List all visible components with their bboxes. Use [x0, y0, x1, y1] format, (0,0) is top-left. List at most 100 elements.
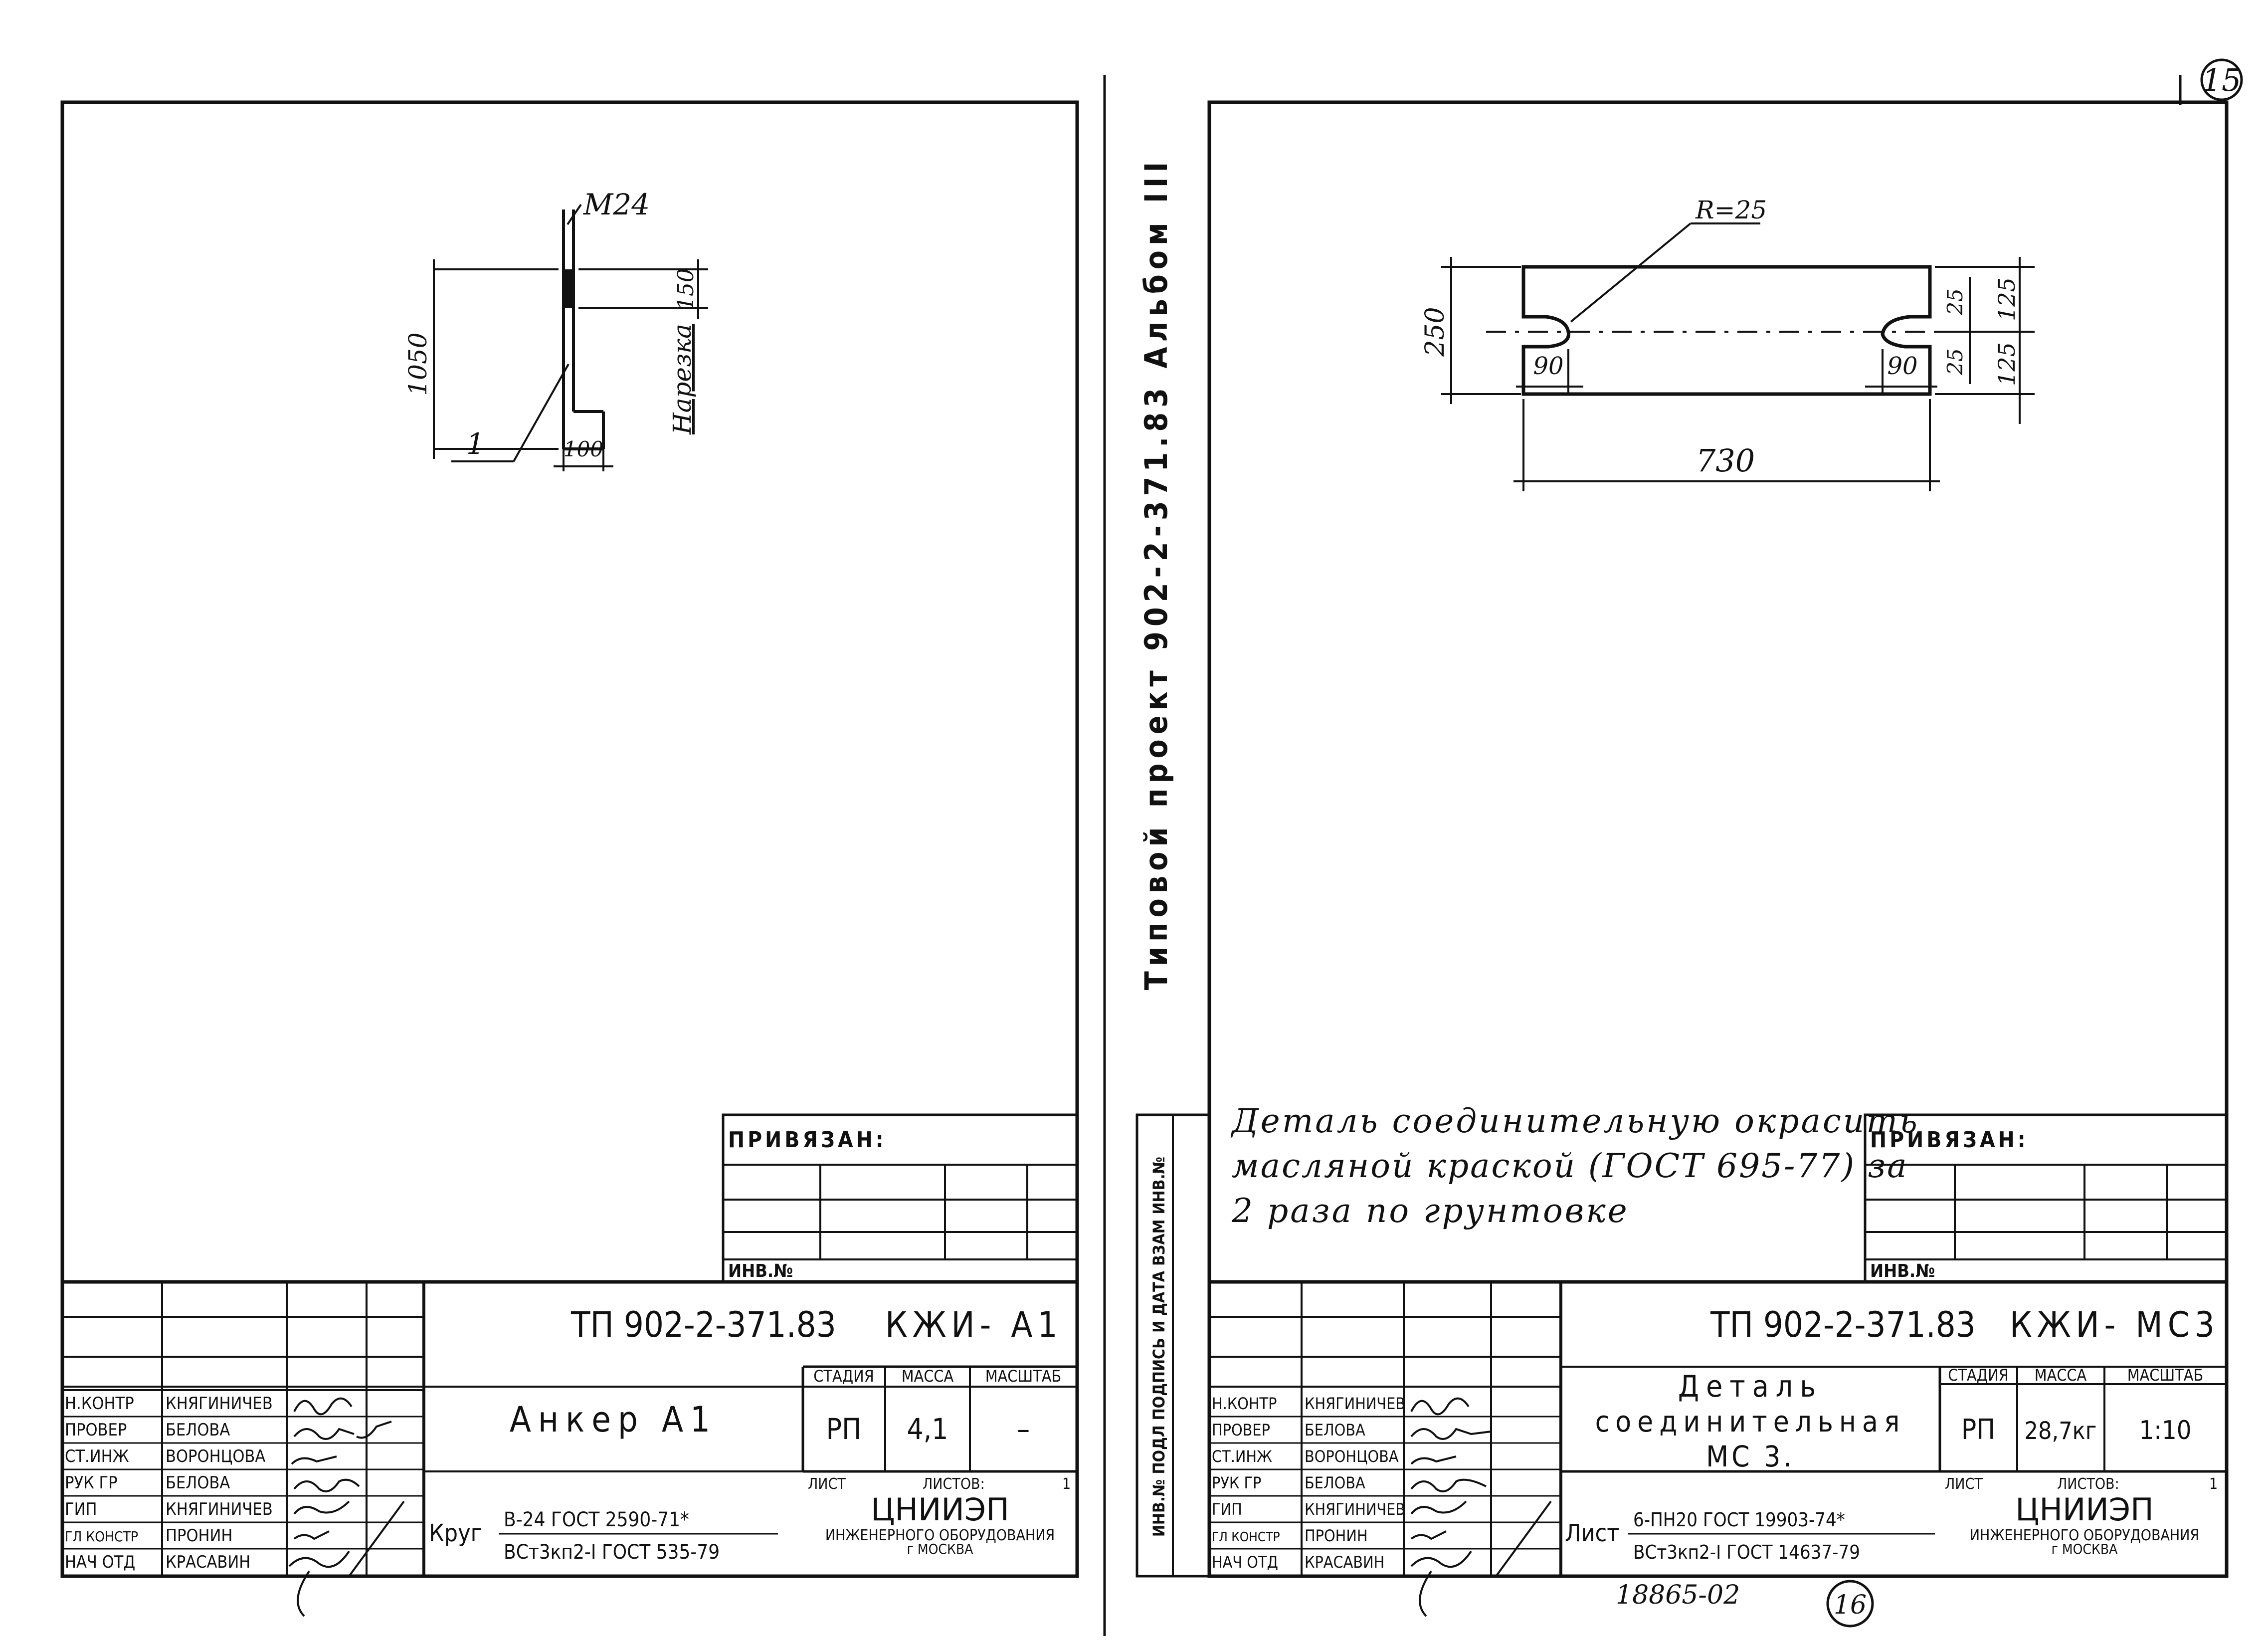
listov-value: 1: [2209, 1475, 2218, 1493]
staff-name: БЕЛОВА: [166, 1420, 230, 1440]
mass-header: МАССА: [902, 1367, 954, 1386]
staff-name: БЕЛОВА: [1305, 1421, 1365, 1440]
binding-strip: ИНВ.№ ПОДЛ ПОДПИСЬ И ДАТА ВЗАМ ИНВ.№: [1135, 1113, 1211, 1578]
part-title-l3: МС 3.: [1706, 1440, 1795, 1473]
length-dim: 1050: [403, 332, 432, 396]
sheet-mark: КЖИ- МС3: [2010, 1304, 2220, 1345]
material-label: Круг: [429, 1519, 482, 1547]
staff-name: ВОРОНЦОВА: [166, 1446, 265, 1466]
org-name: ЦНИИЭП: [2015, 1491, 2153, 1528]
scale-header: МАСШТАБ: [2127, 1366, 2203, 1385]
staff-role: ПРОВЕР: [65, 1420, 127, 1440]
thread-label: М24: [583, 188, 650, 221]
left-frame: [60, 100, 1079, 1578]
right-binding-box: ПРИВЯЗАН: ИНВ.№: [1864, 1113, 2228, 1283]
list-label: ЛИСТ: [808, 1475, 846, 1493]
note-line2: масляной краской (ГОСТ 695-77) за: [1232, 1147, 1908, 1185]
slot-top-dim: 25: [1943, 288, 1967, 315]
stage-header: СТАДИЯ: [1948, 1366, 2008, 1385]
listov-value: 1: [1062, 1475, 1071, 1493]
inventory-label: ИНВ.№: [728, 1261, 793, 1281]
staff-name: ПРОНИН: [166, 1526, 232, 1546]
half-top-dim: 125: [1993, 277, 2020, 321]
part-title-l1: Деталь: [1678, 1369, 1823, 1404]
radius-label: R=25: [1695, 196, 1767, 224]
staff-role: ГЛ КОНСТР: [65, 1528, 138, 1545]
slot-bottom-dim: 25: [1943, 348, 1967, 375]
org-sub: ИНЖЕНЕРНОГО ОБОРУДОВАНИЯ: [825, 1527, 1055, 1544]
org-sub: ИНЖЕНЕРНОГО ОБОРУДОВАНИЯ: [1970, 1527, 2199, 1544]
position-label: 1: [466, 427, 485, 461]
part-title: Анкер А1: [510, 1399, 717, 1440]
bottom-page-mark: 16: [1826, 1580, 1874, 1628]
anchor-drawing: М24 1050 150 100 1 Нарезка: [403, 188, 708, 471]
binding-strip-text: ИНВ.№ ПОДЛ ПОДПИСЬ И ДАТА ВЗАМ ИНВ.№: [1149, 1157, 1168, 1537]
material-line2: ВСт3кп2-I ГОСТ 535-79: [504, 1541, 720, 1564]
part-title-l2: соединительная: [1595, 1405, 1906, 1439]
staff-role: ПРОВЕР: [1212, 1421, 1270, 1440]
staff-role: РУК ГР: [1212, 1473, 1261, 1492]
signatures: [1410, 1397, 1552, 1617]
listov-label: ЛИСТОВ:: [923, 1475, 985, 1493]
left-sheet: М24 1050 150 100 1 Нарезка: [60, 100, 1079, 1617]
hook-dim: 100: [564, 437, 603, 461]
staff-name: ПРОНИН: [1305, 1526, 1368, 1545]
signatures: [288, 1397, 405, 1617]
left-binding-box: ПРИВЯЗАН: ИНВ.№: [722, 1113, 1079, 1283]
binding-label: ПРИВЯЗАН:: [728, 1127, 887, 1153]
staff-name: КНЯГИНИЧЕВ: [166, 1394, 273, 1414]
left-staff-table: Н.КОНТР КНЯГИНИЧЕВ ПРОВЕР БЕЛОВА СТ.ИНЖ …: [62, 1389, 424, 1617]
length-dim: 730: [1696, 442, 1755, 479]
thread-note: Нарезка: [668, 324, 697, 435]
slot-right-dim: 90: [1887, 352, 1917, 380]
connector-drawing: R=25 250 730 90 90 125 125: [1420, 196, 2035, 491]
staff-role: ГИП: [65, 1499, 97, 1519]
note-line3: 2 раза по грунтовке: [1231, 1192, 1629, 1230]
material-line1: 6-ПН20 ГОСТ 19903-74*: [1633, 1509, 1845, 1531]
height-dim: 250: [1420, 307, 1450, 357]
staff-role: СТ.ИНЖ: [1212, 1447, 1272, 1466]
bottom-page-number: 16: [1834, 1590, 1867, 1620]
staff-role: РУК ГР: [65, 1473, 118, 1493]
org-city: г МОСКВА: [2052, 1541, 2118, 1557]
staff-role: Н.КОНТР: [1212, 1394, 1277, 1413]
right-sheet: ИНВ.№ ПОДЛ ПОДПИСЬ И ДАТА ВЗАМ ИНВ.№ R=2…: [1135, 100, 2229, 1617]
stage-value: РП: [1961, 1414, 1995, 1446]
staff-role: НАЧ ОТД: [1212, 1553, 1278, 1572]
staff-role: ГИП: [1212, 1500, 1242, 1519]
staff-role: Н.КОНТР: [65, 1394, 134, 1414]
sheet-mark: КЖИ- А1: [885, 1304, 1063, 1345]
spine-text: Типовой проект 902-2-371.83 Альбом III: [1138, 157, 1174, 990]
right-title-block: ТП 902-2-371.83 КЖИ- МС3 Деталь соединит…: [1209, 1280, 2227, 1576]
slot-left-dim: 90: [1533, 352, 1563, 380]
staff-role: СТ.ИНЖ: [65, 1446, 129, 1466]
staff-name: КРАСАВИН: [1305, 1553, 1384, 1572]
material-label: Лист: [1565, 1519, 1619, 1547]
right-frame: [1207, 100, 2229, 1578]
staff-name: КРАСАВИН: [166, 1552, 250, 1572]
scale-header: МАСШТАБ: [985, 1367, 1061, 1386]
page-number: 15: [2202, 62, 2242, 98]
staff-name: КНЯГИНИЧЕВ: [166, 1499, 273, 1519]
mass-header: МАССА: [2035, 1366, 2087, 1385]
mass-value: 4,1: [907, 1412, 948, 1446]
page-number-mark: 15: [2179, 58, 2243, 105]
sheet-code: ТП 902-2-371.83: [1710, 1304, 1976, 1345]
stage-header: СТАДИЯ: [813, 1367, 874, 1386]
binding-label: ПРИВЯЗАН:: [1870, 1127, 2029, 1153]
material-line1: В-24 ГОСТ 2590-71*: [504, 1508, 689, 1531]
mass-value: 28,7кг: [2025, 1417, 2097, 1445]
staff-role: ГЛ КОНСТР: [1212, 1530, 1280, 1545]
right-staff-table: Н.КОНТР КНЯГИНИЧЕВ ПРОВЕР БЕЛОВА СТ.ИНЖ …: [1209, 1394, 1561, 1617]
inventory-label: ИНВ.№: [1870, 1261, 1935, 1281]
note-line1: Деталь соединительную окрасить: [1230, 1102, 1919, 1140]
staff-name: КНЯГИНИЧЕВ: [1305, 1394, 1405, 1413]
org-city: г МОСКВА: [907, 1541, 974, 1557]
staff-name: КНЯГИНИЧЕВ: [1305, 1500, 1405, 1519]
org-name: ЦНИИЭП: [871, 1491, 1009, 1528]
staff-name: БЕЛОВА: [166, 1473, 230, 1493]
list-label: ЛИСТ: [1945, 1475, 1983, 1493]
scale-value: –: [1017, 1412, 1030, 1446]
material-line2: ВСт3кп2-I ГОСТ 14637-79: [1633, 1541, 1860, 1563]
